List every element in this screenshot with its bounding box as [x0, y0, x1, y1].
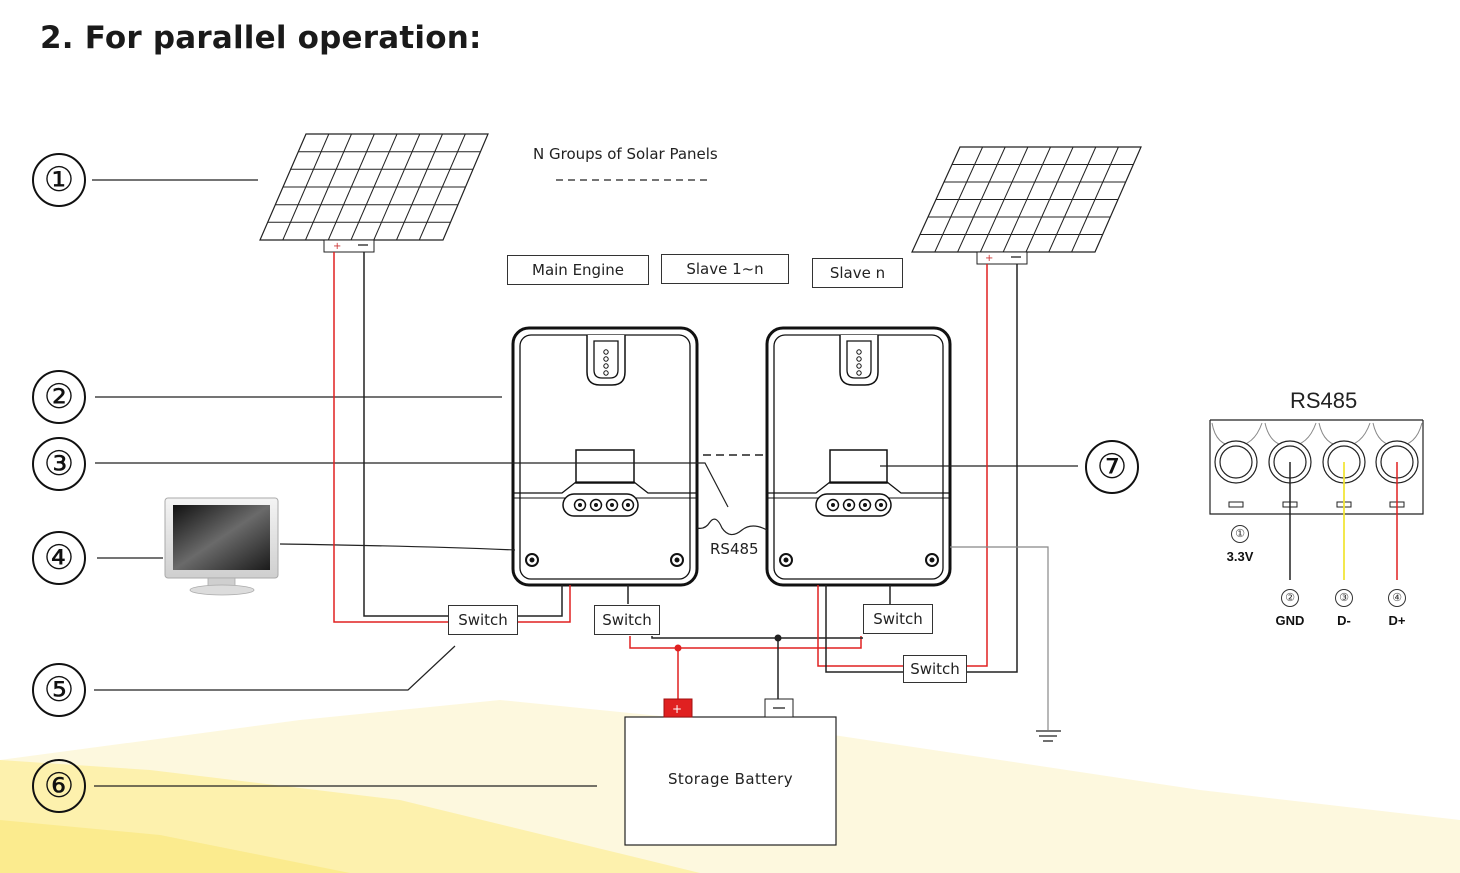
callout-7: ⑦ — [1085, 440, 1139, 494]
controller-main — [511, 326, 699, 587]
negative-junction — [774, 634, 782, 642]
battery-label: Storage Battery — [668, 770, 793, 788]
rs485-link-label: RS485 — [710, 540, 759, 558]
rs485-title: RS485 — [1290, 388, 1358, 413]
pin-4-name: D+ — [1388, 613, 1406, 628]
monitor-icon — [164, 497, 279, 596]
switch-3: Switch — [863, 604, 933, 634]
switch-2: Switch — [594, 605, 660, 635]
pin-3-name: D- — [1337, 613, 1351, 628]
callout-1: ① — [32, 153, 86, 207]
callout-6: ⑥ — [32, 759, 86, 813]
pin-1-name: 3.3V — [1226, 549, 1254, 564]
pin-1-number: ① — [1231, 525, 1249, 543]
svg-text:+: + — [672, 702, 682, 716]
svg-text:+: + — [333, 241, 341, 252]
rs485-connector — [1209, 419, 1424, 580]
callout-leaders — [92, 179, 1078, 787]
slave-1n-label: Slave 1~n — [661, 254, 789, 284]
groups-label: N Groups of Solar Panels — [533, 145, 718, 163]
callout-5: ⑤ — [32, 663, 86, 717]
controller-slave — [765, 326, 952, 587]
solar-panel-left: + — [259, 133, 489, 253]
rs485-cable — [696, 518, 768, 536]
callout-4: ④ — [32, 531, 86, 585]
solar-panel-right: + — [911, 146, 1142, 265]
pin-4-number: ④ — [1388, 589, 1406, 607]
main-engine-label: Main Engine — [507, 255, 649, 285]
callout-3: ③ — [32, 437, 86, 491]
switch-1: Switch — [448, 605, 518, 635]
wiring — [333, 252, 1061, 742]
callout-2: ② — [32, 370, 86, 424]
page-title: 2. For parallel operation: — [40, 20, 482, 56]
positive-junction — [674, 644, 682, 652]
switch-4: Switch — [903, 655, 967, 683]
svg-text:+: + — [985, 253, 993, 264]
pin-2-name: GND — [1275, 613, 1305, 628]
slave-n-label: Slave n — [812, 258, 903, 288]
pin-3-number: ③ — [1335, 589, 1353, 607]
storage-battery: + — [624, 698, 837, 846]
pin-2-number: ② — [1281, 589, 1299, 607]
